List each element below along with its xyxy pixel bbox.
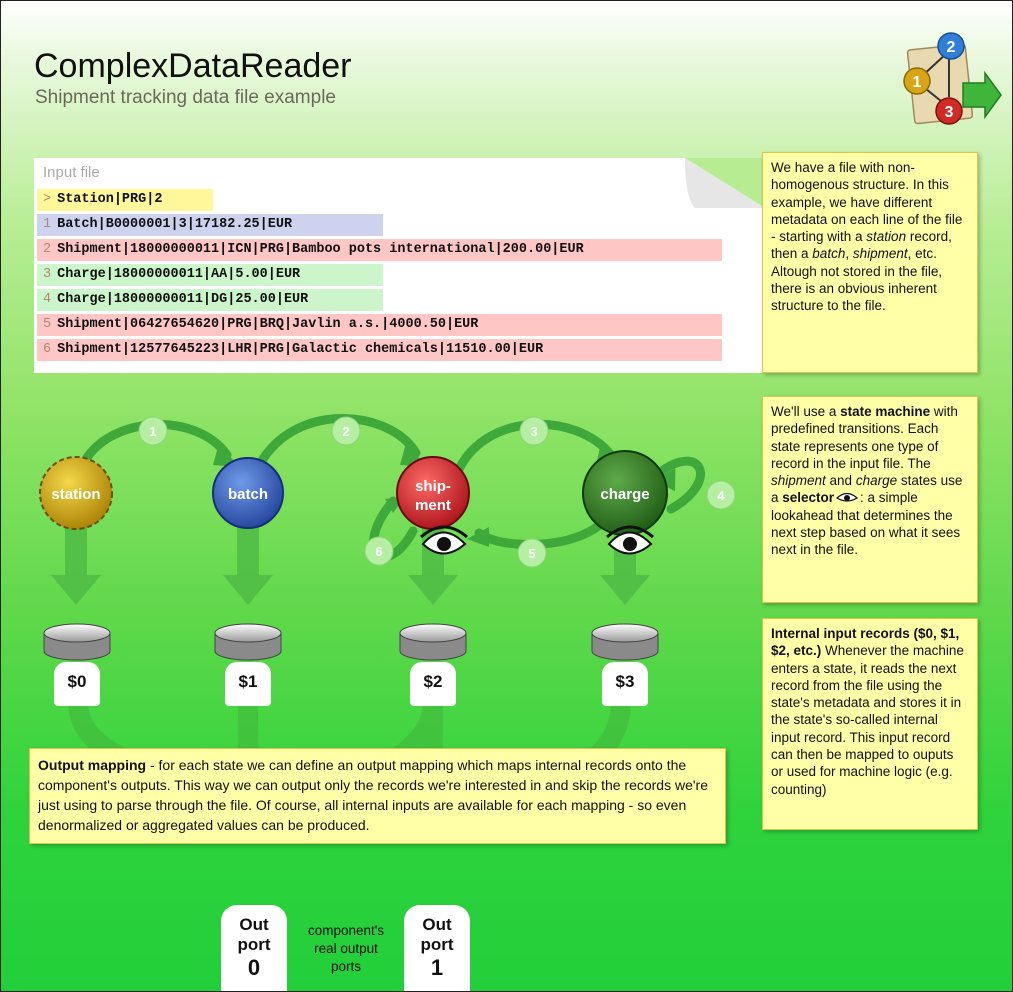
record-disk-icon bbox=[214, 623, 282, 661]
transition-badge bbox=[519, 416, 549, 446]
transition-badge bbox=[138, 416, 168, 446]
state-label-station: station bbox=[51, 486, 100, 503]
transition-badge bbox=[364, 536, 394, 566]
state-label-charge: charge bbox=[600, 486, 649, 503]
page-corner-fold bbox=[685, 158, 765, 208]
state-label-shipment-2: ment bbox=[415, 497, 451, 514]
record-disk-icon bbox=[399, 623, 467, 661]
selector-eye-icon bbox=[606, 525, 654, 555]
note-file-structure: We have a file with non-homogenous struc… bbox=[762, 152, 978, 373]
transition-number: 3 bbox=[530, 424, 537, 439]
internal-record-label: $0 bbox=[54, 662, 100, 706]
transition-number: 2 bbox=[342, 424, 349, 439]
transition-number: 6 bbox=[375, 544, 382, 559]
transition-number: 1 bbox=[149, 424, 156, 439]
input-file-line: >Station|PRG|2 bbox=[37, 189, 213, 211]
internal-record-label: $3 bbox=[602, 662, 648, 706]
transition-badge bbox=[331, 416, 361, 446]
record-disk-icon bbox=[43, 623, 111, 661]
output-mapping-flows bbox=[68, 700, 631, 751]
state-shipment: ship- ment bbox=[396, 456, 470, 530]
ports-caption: component's real output ports bbox=[307, 923, 385, 974]
transition-badge bbox=[517, 538, 547, 568]
transition-number: 4 bbox=[717, 488, 725, 503]
svg-text:1: 1 bbox=[913, 74, 922, 91]
transition-badge bbox=[706, 480, 736, 510]
transition-badges: 1 2 3 4 5 6 bbox=[138, 416, 736, 568]
logo-icon: 1 2 3 bbox=[903, 32, 1002, 125]
transition-number: 5 bbox=[528, 546, 535, 561]
state-label-batch: batch bbox=[228, 486, 268, 503]
internal-record-label: $1 bbox=[225, 662, 271, 706]
output-port-0: Out port 0 bbox=[221, 905, 287, 991]
read-arrows bbox=[51, 527, 650, 605]
selector-eye-icon bbox=[420, 525, 468, 555]
state-label-shipment-1: ship- bbox=[415, 478, 451, 495]
input-file-heading: Input file bbox=[43, 164, 100, 181]
svg-text:2: 2 bbox=[947, 39, 956, 56]
svg-text:3: 3 bbox=[945, 104, 954, 121]
note-output-mapping: Output mapping - for each state we can d… bbox=[29, 748, 726, 844]
note-state-machine: We'll use a state machine with predefine… bbox=[762, 396, 978, 603]
page-subtitle: Shipment tracking data file example bbox=[35, 87, 336, 108]
selector-eye-icon bbox=[835, 493, 859, 503]
state-charge: charge bbox=[582, 450, 668, 536]
state-batch: batch bbox=[212, 457, 284, 529]
note-internal-records: Internal input records ($0, $1, $2, etc.… bbox=[762, 618, 978, 830]
output-port-1: Out port 1 bbox=[404, 905, 470, 991]
record-disk-icon bbox=[591, 623, 659, 661]
internal-record-disks bbox=[43, 623, 659, 661]
state-station: station bbox=[39, 456, 113, 530]
internal-record-label: $2 bbox=[410, 662, 456, 706]
state-machine-diagram: 1 2 3 4 5 6 station batch ship- ment charge bbox=[39, 414, 736, 751]
page-title: ComplexDataReader bbox=[34, 47, 352, 85]
